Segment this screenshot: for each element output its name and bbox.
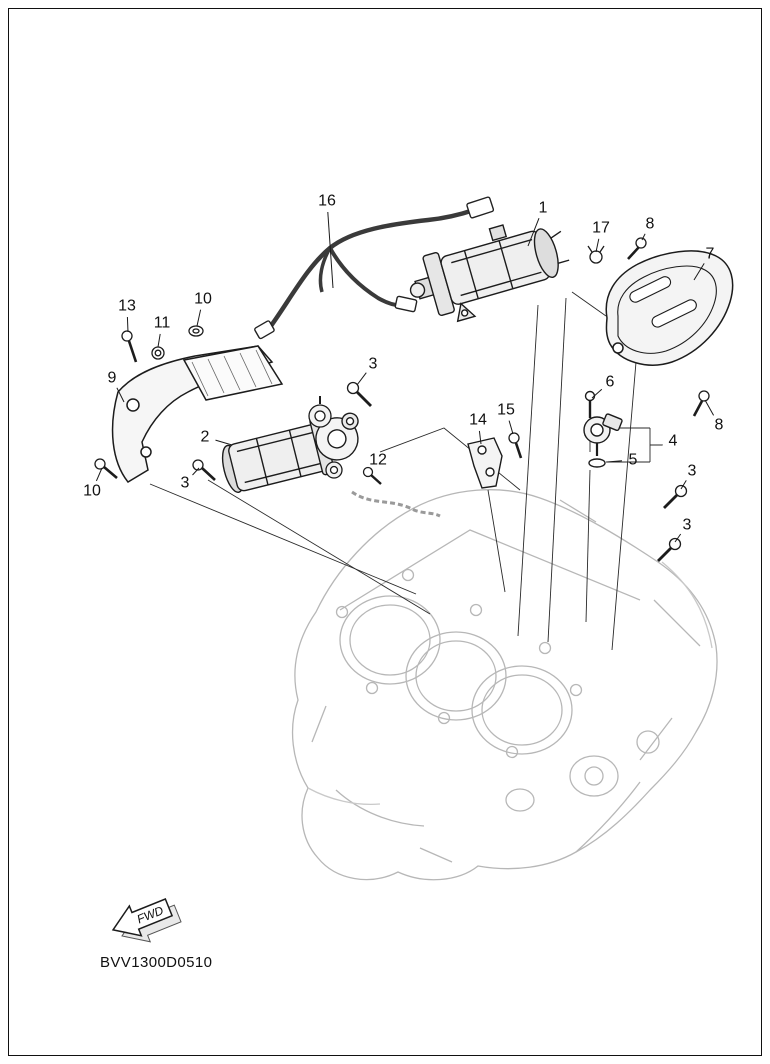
engine-block — [291, 489, 718, 881]
leader-line-9 — [116, 387, 125, 403]
leader-line-1 — [527, 218, 540, 247]
leader-line-3 — [680, 480, 687, 490]
starter-motor-2 — [221, 412, 359, 493]
bolt-3-left — [192, 459, 216, 481]
leader-line-10 — [196, 309, 202, 327]
callout-2: 2 — [201, 429, 210, 446]
bolt-3-top — [346, 381, 372, 407]
leader-line-6 — [591, 388, 603, 399]
sensor-assembly — [583, 390, 623, 468]
bracket-9 — [111, 345, 284, 483]
pigtail-wire — [351, 490, 441, 518]
leader-line-8 — [704, 399, 715, 416]
callout-3: 3 — [683, 517, 692, 534]
bolt-10-bottom — [94, 458, 118, 479]
callout-8: 8 — [715, 417, 724, 434]
bolt-12 — [362, 466, 382, 485]
leader-line-3 — [356, 372, 367, 386]
leader-line-15 — [508, 420, 514, 435]
page-border — [8, 8, 762, 1056]
fwd-arrow: FWD — [111, 898, 182, 943]
bolt-8-right — [692, 390, 710, 417]
leader-line-16 — [327, 211, 334, 289]
callout-4: 4 — [669, 433, 678, 450]
leader-line-17 — [595, 238, 600, 253]
callout-7: 7 — [706, 246, 715, 263]
leader-line-13 — [126, 316, 129, 333]
leader-line-8 — [641, 233, 646, 241]
wire-harness — [254, 196, 495, 340]
callout-3: 3 — [369, 356, 378, 373]
leader-line-12 — [370, 468, 373, 471]
bolt-8-top — [627, 237, 647, 260]
clip-17 — [587, 245, 605, 264]
callout-17: 17 — [592, 220, 610, 237]
callout-5: 5 — [629, 452, 638, 469]
leader-line-2 — [215, 439, 233, 446]
leader-line-14 — [478, 430, 482, 445]
bracket-14 — [467, 437, 503, 489]
harness-connector — [254, 196, 495, 340]
callout-11: 11 — [154, 315, 171, 332]
leader-line-3 — [674, 533, 682, 543]
callout-16: 16 — [318, 193, 336, 210]
callout-8: 8 — [646, 216, 655, 233]
bolt-15 — [508, 432, 523, 459]
callouts: 16 1 17 8 7 13 10 11 9 3 6 15 14 4 5 2 12 10 3 8 3 3 — [83, 193, 723, 534]
washer-10-top — [188, 325, 204, 337]
bolt-3-right-1 — [663, 484, 688, 509]
callout-3: 3 — [181, 475, 190, 492]
leader-line-3 — [192, 467, 200, 476]
o-ring-5 — [588, 458, 606, 468]
starter-motor-1 — [409, 224, 570, 323]
callout-10: 10 — [83, 483, 101, 500]
leader-line-11 — [157, 333, 161, 348]
cover-7 — [605, 250, 734, 366]
callout-15: 15 — [497, 402, 515, 419]
bolt-13 — [121, 330, 138, 363]
leader-line-7 — [693, 263, 705, 281]
leader-line-5 — [606, 460, 623, 463]
callout-14: 14 — [469, 412, 487, 429]
diagram-code: BVV1300D0510 — [100, 954, 213, 971]
assembly-guide-lines — [149, 291, 662, 651]
callout-6: 6 — [606, 374, 615, 391]
idler-gear — [308, 396, 343, 479]
nut-11 — [151, 346, 165, 360]
leader-line-10 — [95, 467, 103, 482]
callout-13: 13 — [118, 298, 136, 315]
callout-1: 1 — [539, 200, 548, 217]
callout-9: 9 — [108, 370, 117, 387]
callout-12: 12 — [369, 452, 387, 469]
bolt-3-right-2 — [657, 537, 682, 562]
callout-10: 10 — [194, 291, 212, 308]
callout-3: 3 — [688, 463, 697, 480]
leader-lines — [95, 211, 715, 543]
